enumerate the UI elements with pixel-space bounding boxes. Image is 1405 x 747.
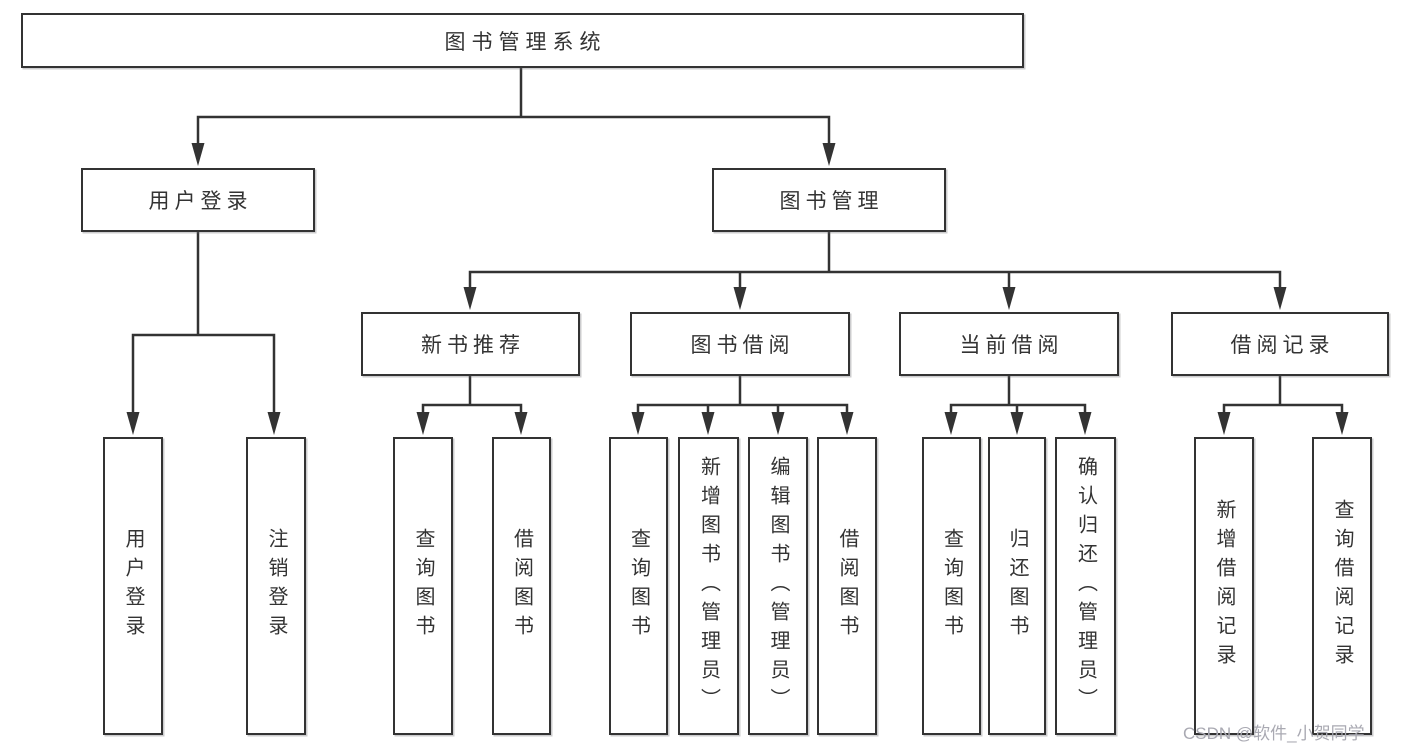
node-user-login: 用户登录 [81,168,315,232]
node-current-borrowing: 当前借阅 [899,312,1119,376]
leaf-add-borrow-record: 新增借阅记录 [1194,437,1254,735]
leaf-query-books-current: 查询图书 [922,437,981,735]
node-label: 图书管理 [779,190,884,213]
node-label: 图书管理系统 [444,30,607,54]
leaf-user-login: 用户登录 [103,437,163,735]
leaf-borrow-books-recommend: 借阅图书 [492,437,551,735]
csdn-watermark: CSDN @软件_小贺同学 [1183,724,1365,743]
leaf-logout: 注销登录 [246,437,306,735]
node-label: 图书借阅 [690,334,795,357]
node-label: 新书推荐 [421,334,525,357]
node-label: 借阅记录 [1230,334,1335,357]
node-label: 用户登录 [148,190,253,213]
leaf-borrow-books-borrowing: 借阅图书 [817,437,877,735]
leaf-return-books: 归还图书 [988,437,1046,735]
node-new-book-recommendation: 新书推荐 [361,312,580,376]
node-label: 当前借阅 [959,334,1064,357]
leaf-edit-books-admin: 编辑图书（管理员） [748,437,808,735]
leaf-add-books-admin: 新增图书（管理员） [678,437,739,735]
leaf-query-books-recommend: 查询图书 [393,437,453,735]
leaf-query-borrow-record: 查询借阅记录 [1312,437,1372,735]
node-book-management: 图书管理 [712,168,946,232]
node-library-management-system: 图书管理系统 [21,13,1024,68]
leaf-confirm-return-admin: 确认归还（管理员） [1055,437,1116,735]
node-book-borrowing: 图书借阅 [630,312,850,376]
leaf-query-books-borrowing: 查询图书 [609,437,668,735]
node-borrowing-records: 借阅记录 [1171,312,1389,376]
